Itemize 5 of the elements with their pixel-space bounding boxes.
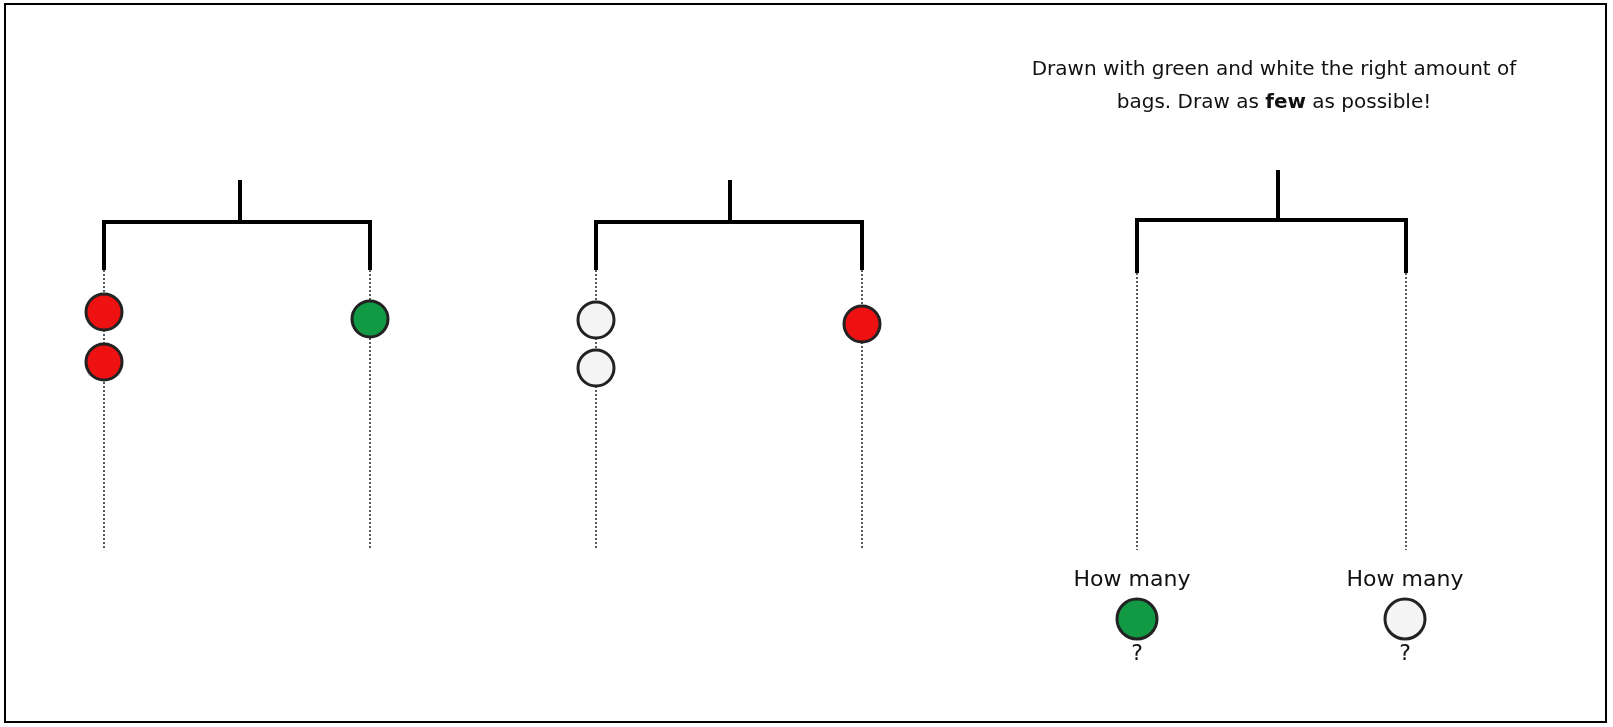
question-label: How many bbox=[1072, 566, 1192, 591]
question-mark: ? bbox=[1398, 640, 1412, 665]
question-label: How many bbox=[1345, 566, 1465, 591]
question-mark: ? bbox=[1130, 640, 1144, 665]
instruction-text: Drawn with green and white the right amount of bags. Draw as few as possible! bbox=[1030, 55, 1518, 115]
